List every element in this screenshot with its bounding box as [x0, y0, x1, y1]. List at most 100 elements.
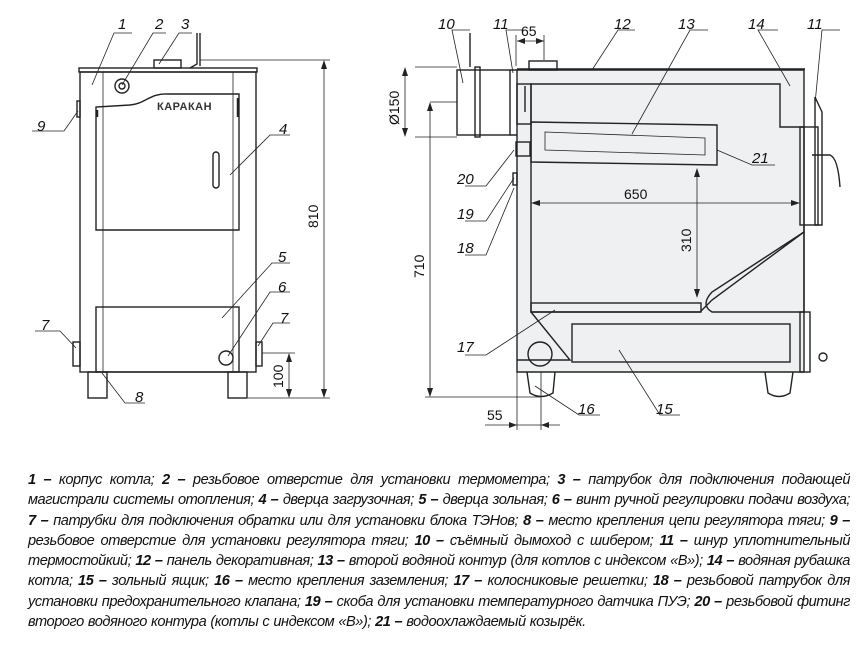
legend-separator: –	[320, 593, 337, 610]
legend-text: съёмный дымоход с шибером;	[449, 532, 660, 549]
callout-label: 55	[487, 407, 503, 423]
legend-text: второй водяной контур (для котлов с инде…	[348, 553, 707, 570]
legend-text: патрубок для подключения подающей магист…	[28, 472, 850, 509]
ash-door	[95, 306, 240, 373]
legend-text: водоохлаждаемый козырёк.	[406, 614, 586, 631]
callout-label: 18	[457, 240, 474, 257]
callout-label: 17	[457, 339, 474, 356]
legend-number: 3	[557, 472, 566, 488]
callout-label: 6	[278, 279, 287, 296]
callout-label: 10	[438, 16, 455, 33]
legend-item: 8 – место крепления цепи регулятора тяги…	[523, 513, 830, 529]
legend-text: корпус котла;	[58, 472, 163, 488]
legend-number: 9	[829, 512, 838, 529]
legend-item: 20 – резьбовой фитинг второго водяного к…	[28, 594, 850, 630]
legend-separator: –	[35, 472, 59, 488]
legend-item: 10 – съёмный дымоход с шибером;	[414, 533, 659, 549]
callout-label: 100	[270, 364, 286, 388]
legend-separator: –	[468, 573, 488, 590]
legend-separator: –	[169, 472, 193, 488]
callout-label: 15	[656, 401, 673, 418]
legend-number: 5	[418, 492, 427, 509]
legend-number: 8	[523, 512, 531, 529]
legend-item: 7 – патрубки для подключения обратки или…	[28, 513, 523, 529]
legend-text: патрубки для подключения обратки или для…	[53, 512, 524, 529]
thermometer-port-icon	[114, 78, 130, 94]
water-jacket	[516, 69, 805, 373]
callout-label: 650	[624, 186, 648, 202]
front-view: КАРАКАН 1 2 3 9 4 5 6 7 7 8 810 100	[32, 16, 330, 406]
callout-label: 5	[278, 249, 287, 266]
legend-number: 4	[258, 492, 267, 509]
legend-item: 14 – водяная рубашка котла;	[28, 553, 850, 589]
ash-box	[571, 323, 791, 363]
legend-number: 12	[135, 553, 151, 570]
legend-item: 15 – зольный ящик;	[78, 573, 214, 589]
legend-number: 1	[28, 472, 36, 488]
legend-separator: –	[559, 492, 577, 509]
callout-label: 20	[456, 171, 474, 188]
legend-separator: –	[565, 472, 589, 488]
legend-separator: –	[429, 532, 450, 549]
legend-separator: –	[709, 593, 727, 610]
legend-text: место крепления цепи регулятора тяги;	[548, 512, 830, 529]
legend-number: 7	[28, 512, 36, 529]
legend-number: 14	[706, 553, 723, 570]
legend-item: 13 – второй водяной контур (для котлов с…	[317, 553, 706, 569]
callout-label: 19	[457, 206, 474, 223]
grate	[530, 302, 702, 313]
callout-label: 710	[411, 254, 427, 278]
legend-separator: –	[673, 532, 694, 549]
legend-text: водяная рубашка котла;	[28, 553, 850, 590]
legend-item: 11 – шнур уплотнительный термостойкий;	[28, 533, 850, 569]
legend-item: 4 – дверца загрузочная;	[259, 492, 419, 508]
legend-separator: –	[229, 573, 249, 590]
legend-number: 13	[317, 553, 333, 570]
legend-text: резьбовой патрубок для установки предохр…	[28, 573, 850, 610]
callout-label: 3	[181, 16, 190, 33]
callout-label: 2	[154, 16, 164, 33]
legend-text: панель декоративная;	[166, 553, 318, 570]
callout-label: 13	[678, 16, 695, 33]
legend-item: 3 – патрубок для подключения подающей ма…	[28, 472, 850, 508]
legend-item: 1 – корпус котла;	[28, 472, 162, 488]
legend-item: 5 – дверца зольная;	[418, 492, 551, 508]
ground-point-icon	[527, 341, 553, 367]
second-water-circuit	[544, 131, 706, 156]
legend-text: колосниковые решетки;	[487, 573, 653, 590]
callout-label: 11	[807, 16, 823, 33]
legend-item: 12 – панель декоративная;	[135, 553, 317, 569]
legend-text: резьбовое отверстие для установки термом…	[192, 472, 558, 488]
top-pipe	[528, 60, 558, 71]
return-pipe-right	[255, 341, 263, 367]
callout-label: 1	[118, 16, 126, 33]
legend-number: 21	[375, 614, 391, 631]
callout-label: 16	[578, 401, 595, 418]
leg	[87, 371, 108, 399]
callout-label: 21	[751, 150, 769, 167]
legend-item: 17 – колосниковые решетки;	[453, 573, 652, 589]
callout-label: 4	[279, 121, 287, 138]
flue-pipe	[456, 69, 511, 136]
legend-number: 10	[414, 532, 430, 549]
legend-number: 18	[652, 573, 669, 590]
rear-door	[799, 126, 819, 226]
legend-separator: –	[668, 573, 687, 590]
callout-label: 7	[280, 310, 289, 327]
callout-label: 14	[748, 16, 765, 33]
callout-label: 310	[678, 228, 694, 252]
legend-text: зольный ящик;	[112, 573, 215, 590]
legend-number: 20	[694, 593, 710, 610]
legend-number: 11	[659, 532, 674, 549]
callout-label: 7	[41, 317, 50, 334]
legend-text: скоба для установки температурного датчи…	[336, 593, 695, 610]
legend-item: 19 – скоба для установки температурного …	[305, 594, 695, 610]
legend-number: 19	[304, 593, 321, 610]
callout-label: 9	[37, 118, 46, 135]
brand-logo: КАРАКАН	[157, 101, 212, 113]
legend-separator: –	[530, 512, 549, 529]
leg	[227, 371, 248, 399]
side-view: 10 11 12 13 14 11 20 21 19 18 17 16 15 6…	[386, 16, 841, 430]
legend-text: место крепления заземления;	[248, 573, 454, 590]
legend-item: 2 – резьбовое отверстие для установки те…	[162, 472, 557, 488]
